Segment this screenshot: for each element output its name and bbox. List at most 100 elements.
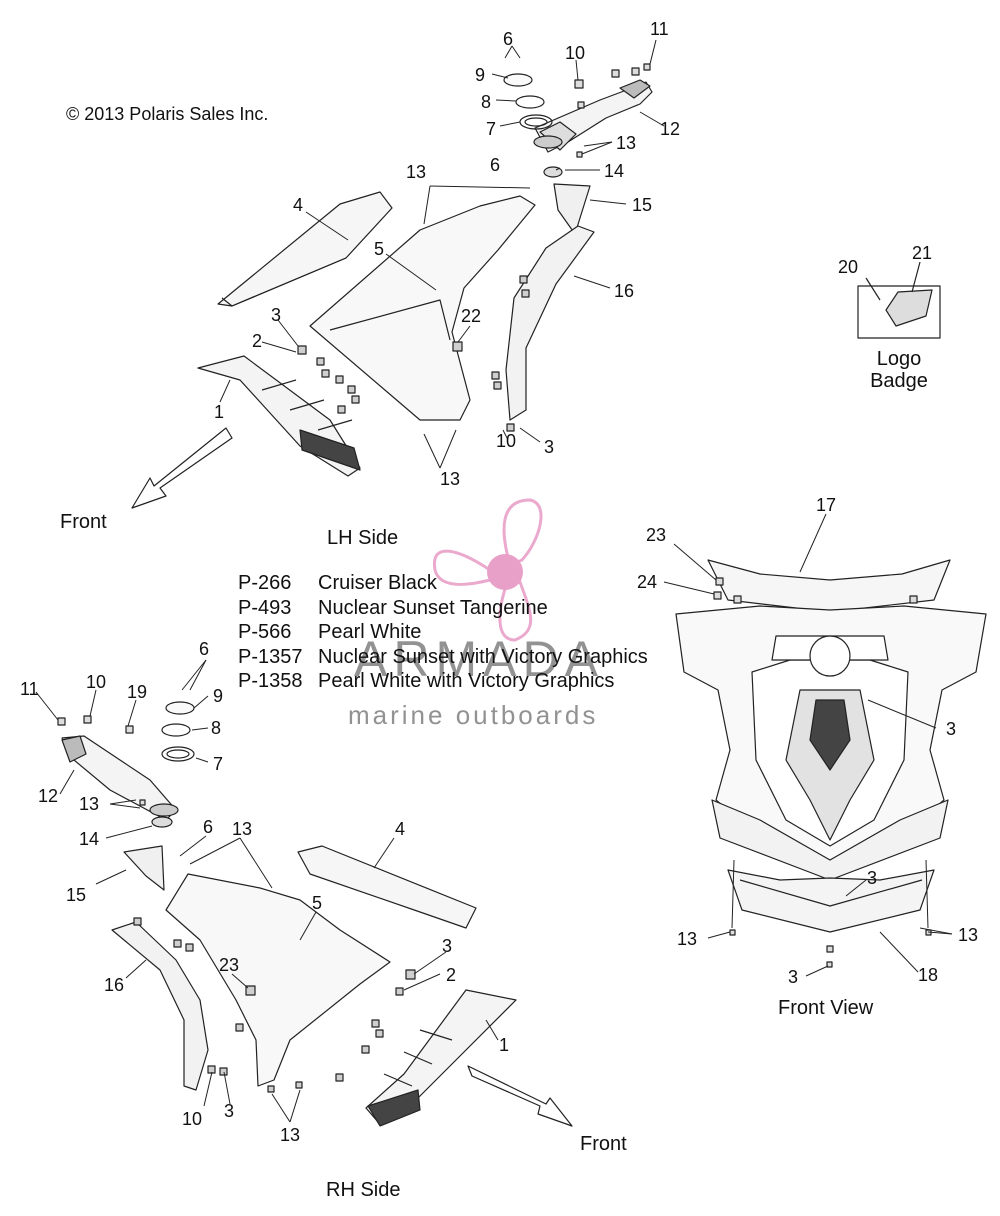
callout-number: 3 [946,719,957,739]
lh-lower-trim [197,355,361,477]
rh-side-title: RH Side [326,1179,401,1201]
rh-handlebar-part [61,735,179,821]
lh-fairing-panel [217,191,595,421]
paint-code-row: P-493 Nuclear Sunset Tangerine [238,596,648,621]
callout-number: 6 [199,639,210,659]
callout-number: 20 [838,257,859,277]
callout-number: 4 [395,819,406,839]
rh-leader-lines [35,659,499,1123]
lh-leader-lines [219,39,665,469]
callout-number: 13 [232,819,253,839]
callout-number: 10 [182,1109,203,1129]
logo-badge-line2: Badge [870,370,928,392]
logo-badge-line1: Logo [876,348,922,370]
paint-code: P-266 [238,572,292,594]
callout-number: 3 [224,1101,235,1121]
callout-number: 12 [38,786,59,806]
front-view-body [675,559,987,933]
paint-code: P-1357 [238,645,303,668]
callout-number: 3 [271,305,282,325]
callout-number: 2 [446,965,457,985]
lh-mirror-cover [553,183,591,235]
callout-number: 3 [867,868,878,888]
callout-number: 8 [481,92,492,112]
callout-number: 9 [475,65,486,85]
callout-number: 15 [632,195,653,215]
callout-number: 14 [604,161,625,181]
callout-number: 1 [499,1035,510,1055]
callout-number: 8 [211,718,222,738]
paint-code-row: P-1357 Nuclear Sunset with Victory Graphi… [238,645,648,670]
paint-name: Cruiser Black [318,572,437,594]
front-view-title: Front View [778,997,874,1019]
callout-number: 7 [486,119,497,139]
callout-number: 18 [918,965,939,985]
callout-number: 2 [252,331,263,351]
callout-number: 10 [86,672,107,692]
callout-number: 1 [214,402,225,422]
lh-clip-hardware [297,275,530,432]
rh-cap-disc [151,701,195,828]
callout-number: 3 [442,936,453,956]
callout-number: 6 [203,817,214,837]
paint-code: P-493 [238,596,292,619]
callout-number: 13 [440,469,461,489]
callout-number: 10 [565,43,586,63]
logo-badge-title: Logo Badge [858,348,940,392]
paint-code-row: P-1358 Pearl White with Victory Graphics [238,669,648,694]
callout-number: 15 [66,885,87,905]
callout-number: 13 [406,162,427,182]
rh-small-hardware [57,715,146,806]
lh-side-title: LH Side [327,527,399,549]
paint-code-row: P-266 Cruiser Black [238,571,648,596]
callout-number: 4 [293,195,304,215]
paint-name: Nuclear Sunset Tangerine [318,596,548,619]
callout-number: 6 [503,29,514,49]
front-view-hardware [713,577,932,968]
callout-number: 9 [213,686,224,706]
lh-handlebar-part [533,79,653,153]
paint-code-list: P-266 Cruiser Black P-493 Nuclear Sunset T… [238,571,648,694]
callout-number: 7 [213,754,224,774]
callout-number: 13 [677,929,698,949]
callout-number: 13 [616,133,637,153]
callout-number: 14 [79,829,100,849]
callout-number: 5 [312,893,323,913]
callout-number: 19 [127,682,148,702]
paint-code: P-566 [238,621,292,643]
paint-name: Pearl White with Victory Graphics [318,670,615,692]
callout-number: 13 [958,925,979,945]
callout-number: 13 [280,1125,301,1145]
rh-lower-trim [365,989,517,1127]
callout-number: 22 [461,306,482,326]
callout-number: 23 [646,525,667,545]
front-label-rh: Front [580,1133,627,1155]
rh-clip-hardware [133,917,416,1093]
callout-number: 11 [20,679,39,699]
rh-front-arrow [467,1065,573,1127]
callout-number: 16 [614,281,635,301]
callout-number: 21 [912,243,933,263]
rh-mirror-cover [123,845,165,891]
callout-number: 17 [816,495,837,515]
watermark-tagline: marine outboards [348,700,599,730]
lh-front-arrow [131,427,233,509]
callout-number: 13 [79,794,100,814]
callout-number: 24 [637,572,658,592]
callout-number: 23 [219,955,240,975]
lh-cap-disc [503,73,553,130]
callout-number: 11 [650,19,669,39]
front-leader-lines [663,513,953,977]
callout-number: 12 [660,119,681,139]
callout-number: 3 [544,437,555,457]
callout-number: 16 [104,975,125,995]
logo-badge-box [857,261,941,339]
callout-number: 6 [490,155,501,175]
watermark-brand: ARMADA [354,631,604,687]
paint-name: Nuclear Sunset with Victory Graphics [318,645,648,668]
callout-number: 10 [496,431,517,451]
callout-number: 5 [374,239,385,259]
paint-code: P-1358 [238,670,303,692]
